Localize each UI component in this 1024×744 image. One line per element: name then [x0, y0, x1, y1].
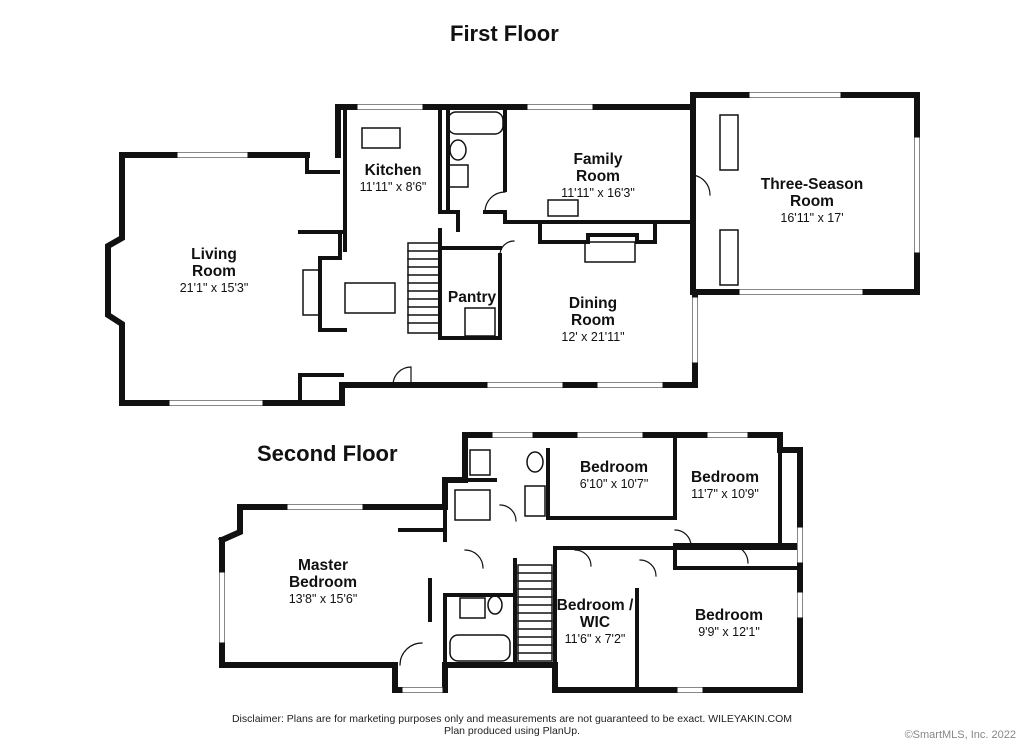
room-living-room: Living Room 21'1" x 15'3"	[180, 246, 249, 297]
room-dining-room: Dining Room 12' x 21'11"	[561, 295, 624, 346]
second-floor-doors	[399, 504, 749, 666]
room-dimensions: 11'6" x 7'2"	[564, 632, 626, 646]
room-bedroom-2: Bedroom 11'7" x 10'9"	[691, 469, 759, 503]
room-name: Kitchen	[364, 162, 422, 179]
room-bedroom-1: Bedroom 6'10" x 10'7"	[580, 459, 649, 493]
second-floor-title: Second Floor	[257, 441, 398, 466]
second-floor-stairs	[517, 564, 553, 662]
first-floor-stairs	[302, 242, 441, 334]
room-dimensions: 16'11" x 17'	[780, 211, 844, 225]
room-name: Three-Season	[760, 176, 864, 193]
second-floor-fixtures	[449, 449, 546, 662]
room-name: Family	[573, 151, 623, 168]
room-three-season-room: Three-Season Room 16'11" x 17'	[761, 176, 864, 227]
room-dimensions: 11'11" x 16'3"	[561, 186, 635, 200]
first-floor-doors	[392, 174, 711, 386]
room-name: Bedroom	[579, 459, 649, 476]
room-dimensions: 13'8" x 15'6"	[288, 592, 358, 606]
room-dimensions: 6'10" x 10'7"	[579, 477, 649, 491]
room-name: Bedroom /	[556, 597, 634, 614]
room-dimensions: 11'7" x 10'9"	[691, 487, 759, 501]
copyright-text: ©SmartMLS, Inc. 2022	[904, 729, 1016, 741]
first-floor-windows	[169, 92, 920, 406]
plan-credit-text: Plan produced using PlanUp.	[443, 725, 580, 737]
room-bedroom-wic: Bedroom / WIC 11'6" x 7'2"	[557, 597, 634, 648]
room-name: Master	[298, 557, 348, 574]
room-name: Room	[571, 312, 615, 329]
room-master-bedroom: Master Bedroom 13'8" x 15'6"	[289, 557, 358, 608]
room-dimensions: 11'11" x 8'6"	[359, 180, 427, 194]
room-name: Dining	[568, 295, 618, 312]
first-floor-fixtures	[361, 111, 739, 337]
room-dimensions: 12' x 21'11"	[561, 330, 625, 344]
room-kitchen: Kitchen 11'11" x 8'6"	[360, 162, 427, 196]
room-family-room: Family Room 11'11" x 16'3"	[561, 151, 635, 202]
second-floor-windows	[219, 432, 803, 693]
room-bedroom-3: Bedroom 9'9" x 12'1"	[695, 607, 763, 641]
room-name: Pantry	[447, 289, 497, 306]
room-name: Bedroom	[694, 607, 764, 624]
room-name: Room	[576, 168, 620, 185]
disclaimer-text: Disclaimer: Plans are for marketing purp…	[231, 713, 793, 725]
room-dimensions: 9'9" x 12'1"	[698, 625, 760, 639]
room-name: Room	[192, 263, 236, 280]
room-dimensions: 21'1" x 15'3"	[179, 281, 249, 295]
room-name: WIC	[579, 614, 611, 631]
first-floor-title: First Floor	[450, 21, 559, 46]
room-pantry: Pantry	[448, 289, 496, 306]
room-name: Living	[191, 246, 237, 263]
room-name: Bedroom	[690, 469, 760, 486]
room-name: Bedroom	[288, 574, 358, 591]
room-name: Room	[790, 193, 834, 210]
